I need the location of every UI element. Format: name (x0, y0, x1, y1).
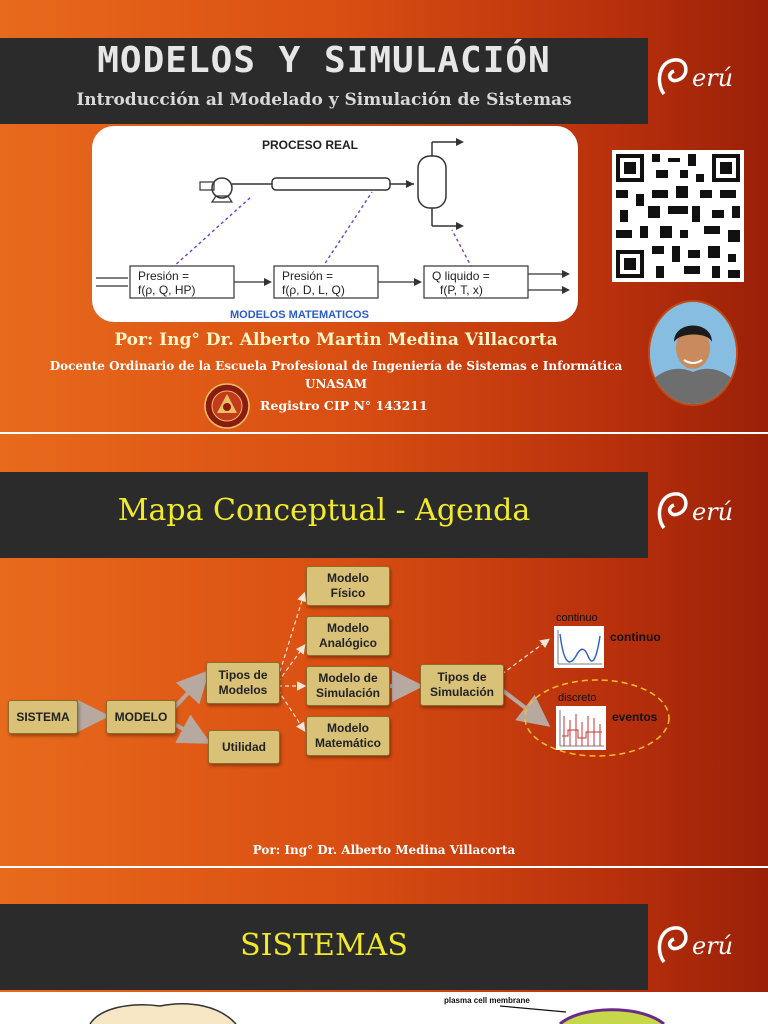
node-tipos-simulacion[interactable]: Tipos de Simulación (420, 664, 504, 706)
node-modelo-matematico[interactable]: Modelo Matemático (306, 716, 390, 756)
process-diagram: PROCESO REAL (92, 126, 578, 322)
cell-caption: plasma cell membrane (444, 996, 530, 1005)
agenda-footer: Por: Ing° Dr. Alberto Medina Villacorta (252, 843, 516, 857)
node-utilidad[interactable]: Utilidad (208, 730, 280, 764)
registro-cip: Registro CIP N° 143211 (260, 398, 428, 413)
node-tipos-simulacion-line2: Simulación (429, 685, 494, 699)
node-modelo-analogico[interactable]: Modelo Analógico (306, 616, 390, 656)
continuo-small-label: continuo (556, 612, 598, 624)
node-fisico-line1: Modelo (327, 571, 369, 585)
author-photo (648, 300, 738, 406)
docente-line: Docente Ordinario de la Escuela Profesio… (49, 359, 623, 373)
concept-map-connectors (78, 591, 670, 757)
slide-content-preview: plasma cell membrane (0, 992, 768, 1024)
peru-logo-text: erú (692, 64, 733, 92)
node-tipos-modelos-line2: Modelos (218, 683, 268, 697)
node-tipos-modelos[interactable]: Tipos de Modelos (206, 662, 280, 704)
cartoon-head-icon (89, 1003, 237, 1024)
qr-code-icon[interactable] (612, 150, 744, 282)
node-modelo-fisico[interactable]: Modelo Físico (306, 566, 390, 606)
main-title: MODELOS Y SIMULACIÓN (97, 40, 551, 81)
node-analogico-line2: Analógico (318, 636, 377, 650)
eq2-line2: f(ρ, D, L, Q) (282, 283, 345, 297)
title-bar: Mapa Conceptual - Agenda (0, 472, 648, 558)
diagram-footer: MODELOS MATEMATICOS (230, 309, 369, 321)
eq1-line2: f(ρ, Q, HP) (138, 283, 196, 297)
node-tipos-modelos-line1: Tipos de (218, 668, 268, 682)
eventos-label: eventos (612, 710, 658, 724)
node-tipos-simulacion-line1: Tipos de (437, 670, 487, 684)
slide-agenda: Mapa Conceptual - Agenda erú SISTEMA MOD… (0, 434, 768, 866)
pipe-icon (271, 177, 391, 191)
pump-icon (199, 177, 234, 203)
node-fisico-line2: Físico (330, 586, 366, 600)
eq3-line2: f(P, T, x) (440, 283, 483, 297)
discreto-small-label: discreto (558, 692, 597, 704)
institution-line: UNASAM (304, 377, 367, 391)
eq3-line1: Q liquido = (432, 269, 490, 283)
title-bar: MODELOS Y SIMULACIÓN Introducción al Mod… (0, 38, 648, 124)
peru-logo-text: erú (692, 932, 733, 960)
node-matematico-line2: Matemático (314, 736, 382, 750)
cell-icon (558, 1008, 665, 1024)
slide-sistemas: SISTEMAS erú plasma cell membrane (0, 868, 768, 1024)
continuous-signal-chart-icon (554, 626, 604, 668)
node-modelo[interactable]: MODELO (106, 700, 176, 734)
agenda-title: Mapa Conceptual - Agenda (117, 493, 531, 528)
peru-logo: erú (657, 58, 733, 96)
node-analogico-line1: Modelo (327, 621, 369, 635)
node-matematico-line1: Modelo (327, 721, 369, 735)
slide-title: MODELOS Y SIMULACIÓN Introducción al Mod… (0, 0, 768, 432)
eq2-line1: Presión = (282, 269, 333, 283)
continuo-label: continuo (610, 630, 661, 644)
subtitle: Introducción al Modelado y Simulación de… (76, 90, 572, 110)
peru-logo-text: erú (692, 498, 733, 526)
peru-logo: erú (657, 492, 733, 530)
separator-column-icon (417, 138, 464, 230)
peru-logo: erú (657, 926, 733, 964)
node-simulacion-line1: Modelo de (318, 671, 378, 685)
node-sistema[interactable]: SISTEMA (8, 700, 78, 734)
university-seal-icon (204, 383, 250, 429)
diagram-title: PROCESO REAL (262, 138, 358, 152)
title-bar: SISTEMAS (0, 904, 648, 990)
sistemas-title: SISTEMAS (240, 928, 408, 963)
discrete-events-chart-icon (556, 706, 606, 750)
eq1-line1: Presión = (138, 269, 189, 283)
node-modelo-simulacion[interactable]: Modelo de Simulación (306, 666, 390, 706)
node-simulacion-line2: Simulación (315, 686, 380, 700)
author-line: Por: Ing° Dr. Alberto Martin Medina Vill… (114, 330, 558, 350)
